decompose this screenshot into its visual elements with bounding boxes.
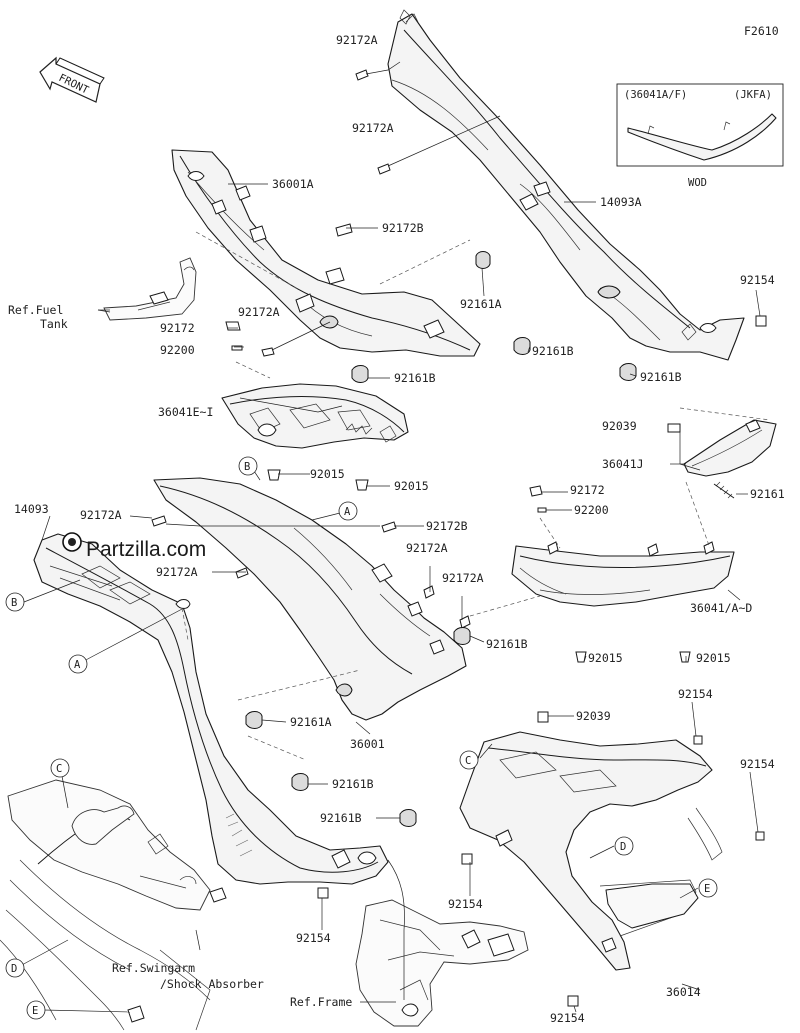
ref-frame-label: Ref.Frame [290,995,352,1009]
label-92172A: 92172A [406,541,448,555]
part-36041E [221,383,409,449]
watermark-text: Partzilla.com [86,538,206,561]
label-92161B: 92161B [332,777,374,791]
label-92154: 92154 [296,931,331,945]
label-92200: 92200 [160,343,195,357]
label-92161B: 92161B [532,344,574,358]
callout-c-left: C [50,758,70,778]
front-arrow-icon: FRONT [39,56,105,103]
frame-reference [355,859,529,1027]
label-92172A: 92172A [80,508,122,522]
svg-text:A: A [344,506,351,518]
part-14093 [33,533,389,885]
svg-text:A: A [74,659,81,671]
inset-left-label: (36041A/F) [624,89,687,101]
label-92200: 92200 [574,503,609,517]
svg-text:D: D [11,963,17,975]
ref-swingarm-label: Ref.Swingarm [112,961,195,975]
part-36001 [153,477,467,721]
label-92172A: 92172A [442,571,484,585]
part-36014 [459,731,723,971]
ref-swingarm-label-2: /Shock Absorber [160,977,264,991]
label-14093A: 14093A [600,195,642,209]
svg-text:C: C [465,755,471,767]
label-92161B: 92161B [394,371,436,385]
callout-b-top: B [238,456,258,476]
label-92154: 92154 [740,273,775,287]
label-92161B: 92161B [640,370,682,384]
svg-text:D: D [620,841,626,853]
callout-e-left: E [26,1000,46,1020]
callout-c-right: C [459,750,479,770]
svg-text:E: E [32,1005,38,1017]
label-14093: 14093 [14,502,49,516]
label-92172A: 92172A [352,121,394,135]
fuel-tank-bracket [97,257,197,321]
label-92015: 92015 [310,467,345,481]
label-92172B: 92172B [426,519,468,533]
callout-a-left: A [68,654,88,674]
part-labels: 92172A 92172A 36001A 14093A 92172B 92161… [14,33,785,1025]
callout-d-right: D [614,836,634,856]
label-36001A: 36001A [272,177,314,191]
svg-text:E: E [704,883,710,895]
label-36041J: 36041J [602,457,644,471]
reference-labels: Ref.Fuel Tank Ref.Swingarm /Shock Absorb… [8,303,396,1009]
inset-right-label: (JKFA) [734,89,772,101]
callout-d-left: D [5,958,25,978]
callout-a-top: A [338,501,358,521]
label-92015: 92015 [588,651,623,665]
part-36001A [171,149,481,357]
label-92154: 92154 [740,757,775,771]
label-36041AD: 36041/A~D [690,601,752,615]
part-36041AD [511,541,735,607]
watermark: Partzilla.com [86,538,206,561]
ref-fuel-tank-label: Ref.Fuel [8,303,63,317]
callout-e-right: E [698,878,718,898]
label-92161A: 92161A [460,297,502,311]
label-92172A: 92172A [156,565,198,579]
part-14093A [387,9,745,361]
label-92161B: 92161B [320,811,362,825]
label-92161B: 92161B [486,637,528,651]
label-92015: 92015 [394,479,429,493]
ref-fuel-tank-label-2: Tank [40,317,68,331]
leader-lines [19,61,771,1013]
svg-text:B: B [244,461,250,473]
hardware [62,69,767,1007]
label-92015: 92015 [696,651,731,665]
inset-trim-part [627,113,777,161]
label-92154: 92154 [550,1011,585,1025]
label-92039: 92039 [576,709,611,723]
callout-b-left: B [5,592,25,612]
inset-box: (36041A/F) (JKFA) WOD [616,83,784,189]
label-92172: 92172 [160,321,195,335]
label-36041E: 36041E~I [158,405,213,419]
inset-caption: WOD [688,177,707,189]
label-36014: 36014 [666,985,701,999]
label-92172: 92172 [570,483,605,497]
label-92172A: 92172A [238,305,280,319]
label-92154: 92154 [448,897,483,911]
label-92161: 92161 [750,487,785,501]
label-92039: 92039 [602,419,637,433]
label-92172B: 92172B [382,221,424,235]
svg-text:B: B [11,597,17,609]
label-92154: 92154 [678,687,713,701]
part-36041J [683,419,777,499]
swingarm-reference [0,779,227,1031]
figure-code: F2610 [744,24,779,38]
label-92161A: 92161A [290,715,332,729]
svg-text:C: C [56,763,62,775]
label-36001: 36001 [350,737,385,751]
label-92172A: 92172A [336,33,378,47]
